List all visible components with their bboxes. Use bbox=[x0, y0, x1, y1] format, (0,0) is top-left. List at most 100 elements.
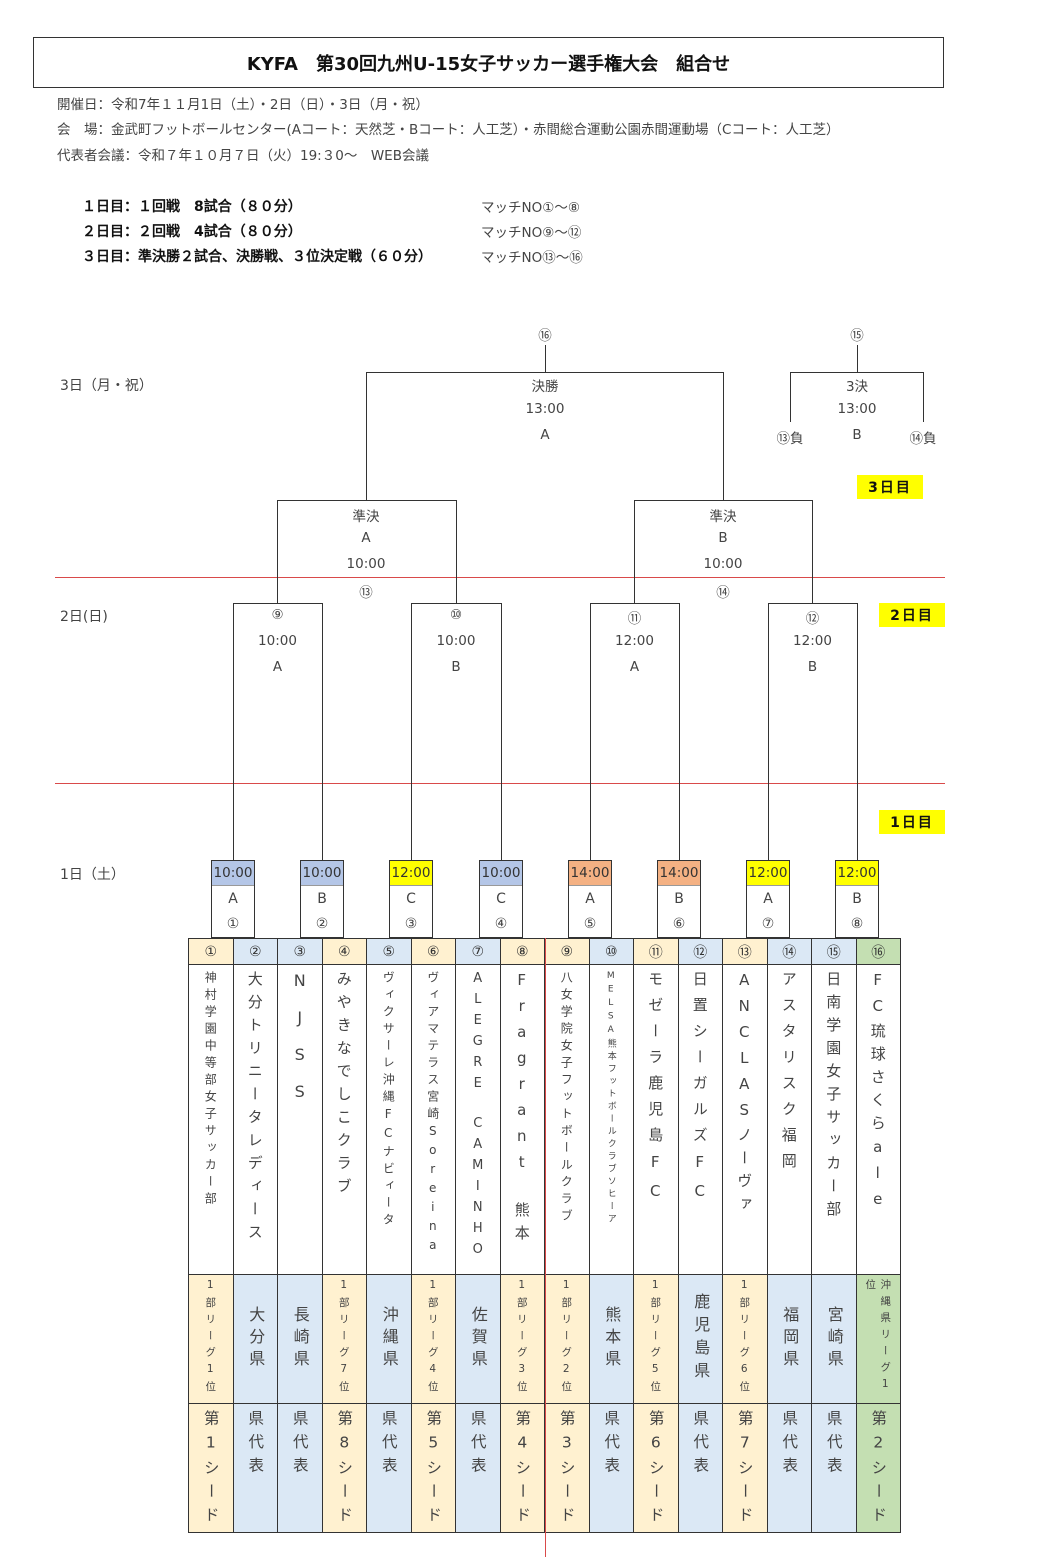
team-seed-cell: 第2シード bbox=[856, 1404, 900, 1532]
schedule-day1: １日目：１回戦 8試合（８０分） bbox=[82, 199, 302, 215]
day-separator-line bbox=[55, 783, 945, 784]
team-seed-cell: 県代表 bbox=[367, 1404, 411, 1532]
team-name-cell: アスタリスク福岡 bbox=[767, 965, 811, 1275]
bracket-line bbox=[277, 500, 456, 501]
team-region-cell: 佐賀県 bbox=[456, 1275, 500, 1404]
team-name-cell: ALEGRE CAMINHO bbox=[456, 965, 500, 1275]
team-region-cell: 沖縄県 bbox=[367, 1275, 411, 1404]
bracket-line bbox=[790, 372, 791, 422]
team-name-cell: 日置シーガルズFC bbox=[678, 965, 722, 1275]
team-seed-cell: 県代表 bbox=[278, 1404, 322, 1532]
bracket-line bbox=[366, 372, 367, 500]
bracket-line bbox=[679, 603, 680, 860]
team-draw-number: ⑩ bbox=[589, 939, 633, 965]
team-name-cell: NJSS bbox=[278, 965, 322, 1275]
team-region-cell: 1部リーグ6位 bbox=[723, 1275, 767, 1404]
team-column: ⑮ 日南学園女子サッカー部 宮崎県 県代表 bbox=[812, 939, 857, 1532]
round1-match-box: 12:00 A ⑦ bbox=[746, 860, 790, 938]
team-name-cell: 日南学園女子サッカー部 bbox=[812, 965, 856, 1275]
round1-match-court: B bbox=[317, 891, 327, 907]
team-seed-cell: 第3シード bbox=[545, 1404, 589, 1532]
bracket-line bbox=[456, 500, 457, 603]
team-seed: 県代表 bbox=[379, 1410, 398, 1481]
round1-match-court: C bbox=[496, 891, 506, 907]
round1-match-number: ④ bbox=[494, 916, 508, 932]
bracket-line bbox=[233, 603, 234, 860]
team-seed: 第7シード bbox=[735, 1410, 754, 1530]
round2-match-number: ⑩ bbox=[449, 607, 463, 623]
round2-match-number: ⑫ bbox=[805, 611, 820, 627]
team-seed-cell: 第7シード bbox=[723, 1404, 767, 1532]
round1-match-court: A bbox=[228, 891, 238, 907]
team-name-cell: ヴィクサーレ沖縄FCナビィータ bbox=[367, 965, 411, 1275]
team-name: ALEGRE CAMINHO bbox=[470, 971, 486, 1263]
page-title: KYFA 第30回九州U-15女子サッカー選手権大会 組合せ bbox=[33, 37, 944, 88]
team-region-cell: 熊本県 bbox=[589, 1275, 633, 1404]
team-seed-cell: 県代表 bbox=[589, 1404, 633, 1532]
round1-match-number: ⑧ bbox=[850, 916, 864, 932]
round1-match-time: 10:00 bbox=[212, 861, 254, 886]
team-region-cell: 1部リーグ4位 bbox=[411, 1275, 455, 1404]
bracket-line bbox=[233, 603, 322, 604]
bracket-line bbox=[812, 500, 813, 603]
semifinal-a-name: 準決 bbox=[352, 509, 380, 525]
team-seed: 県代表 bbox=[246, 1410, 265, 1481]
team-name: モゼーラ鹿児島FC bbox=[646, 971, 665, 1211]
team-name-cell: ヴィアマテラス宮崎Soreina bbox=[411, 965, 455, 1275]
team-name: Fragrant 熊本 bbox=[512, 971, 531, 1248]
semifinal-b-time: 10:00 bbox=[703, 556, 743, 572]
team-region: 沖縄県 bbox=[379, 1306, 399, 1372]
team-region: 長崎県 bbox=[290, 1306, 310, 1372]
round1-match-time: 14:00 bbox=[658, 861, 700, 886]
semifinal-b-name: 準決 bbox=[709, 509, 737, 525]
team-region: 福岡県 bbox=[780, 1306, 800, 1372]
bracket-line bbox=[501, 603, 502, 860]
schedule-day2-matches: マッチNO⑨～⑫ bbox=[481, 225, 582, 241]
round2-match-time: 12:00 bbox=[793, 633, 832, 649]
team-column: ② 大分トリニータレディース 大分県 県代表 bbox=[233, 939, 278, 1532]
team-region-cell: 鹿児島県 bbox=[678, 1275, 722, 1404]
team-name: 大分トリニータレディース bbox=[245, 971, 264, 1247]
round1-match-court: C bbox=[406, 891, 416, 907]
team-seed: 県代表 bbox=[691, 1410, 710, 1481]
team-seed-cell: 第8シード bbox=[322, 1404, 366, 1532]
round2-match-court: B bbox=[807, 659, 818, 675]
team-name: ANCLASノーヴァ bbox=[735, 971, 754, 1219]
team-region: 1部リーグ7位 bbox=[337, 1279, 350, 1398]
semifinal-a-match-number: ⑬ bbox=[359, 585, 373, 601]
team-draw-number: ⑯ bbox=[856, 939, 900, 965]
team-seed-cell: 県代表 bbox=[456, 1404, 500, 1532]
semifinal-b-match-number: ⑭ bbox=[716, 585, 730, 601]
bracket-line bbox=[857, 603, 858, 860]
bracket-line bbox=[634, 500, 635, 603]
team-column: ⑪ モゼーラ鹿児島FC 1部リーグ5位 第6シード bbox=[634, 939, 679, 1532]
bracket-line bbox=[634, 500, 812, 501]
bracket-line bbox=[411, 603, 412, 860]
schedule-day3: ３日目：準決勝２試合、決勝戦、３位決定戦（６０分） bbox=[82, 249, 432, 265]
bracket-line bbox=[857, 345, 858, 372]
team-seed: 県代表 bbox=[780, 1410, 799, 1481]
round1-match-court: B bbox=[674, 891, 684, 907]
team-region: 1部リーグ2位 bbox=[560, 1279, 573, 1398]
semifinal-a-time: 10:00 bbox=[346, 556, 386, 572]
round1-match-time: 12:00 bbox=[390, 861, 432, 886]
day2-badge: 2日目 bbox=[879, 603, 945, 627]
round2-match-time: 12:00 bbox=[615, 633, 654, 649]
round1-match-box: 14:00 B ⑥ bbox=[657, 860, 701, 938]
round1-match-time: 14:00 bbox=[569, 861, 611, 886]
round1-match-time: 10:00 bbox=[480, 861, 522, 886]
representatives-meeting: 代表者会議：令和７年１０月７日（火）19:３0～ WEB会議 bbox=[57, 148, 429, 164]
team-name-cell: 大分トリニータレディース bbox=[233, 965, 277, 1275]
round1-match-court: A bbox=[763, 891, 773, 907]
schedule-day1-matches: マッチNO①～⑧ bbox=[481, 200, 580, 216]
day2-label: 2日(日) bbox=[60, 609, 108, 625]
team-name-cell: MELSA熊本フットボールクラブソヒーア bbox=[589, 965, 633, 1275]
team-region: 1部リーグ6位 bbox=[738, 1279, 751, 1398]
schedule-day3-matches: マッチNO⑬～⑯ bbox=[481, 250, 583, 266]
day1-label: 1日（土） bbox=[60, 867, 125, 883]
team-draw-number: ⑦ bbox=[456, 939, 500, 965]
round1-match-number: ③ bbox=[404, 916, 418, 932]
team-region-cell: 福岡県 bbox=[767, 1275, 811, 1404]
round1-match-court: B bbox=[852, 891, 862, 907]
team-draw-number: ② bbox=[233, 939, 277, 965]
